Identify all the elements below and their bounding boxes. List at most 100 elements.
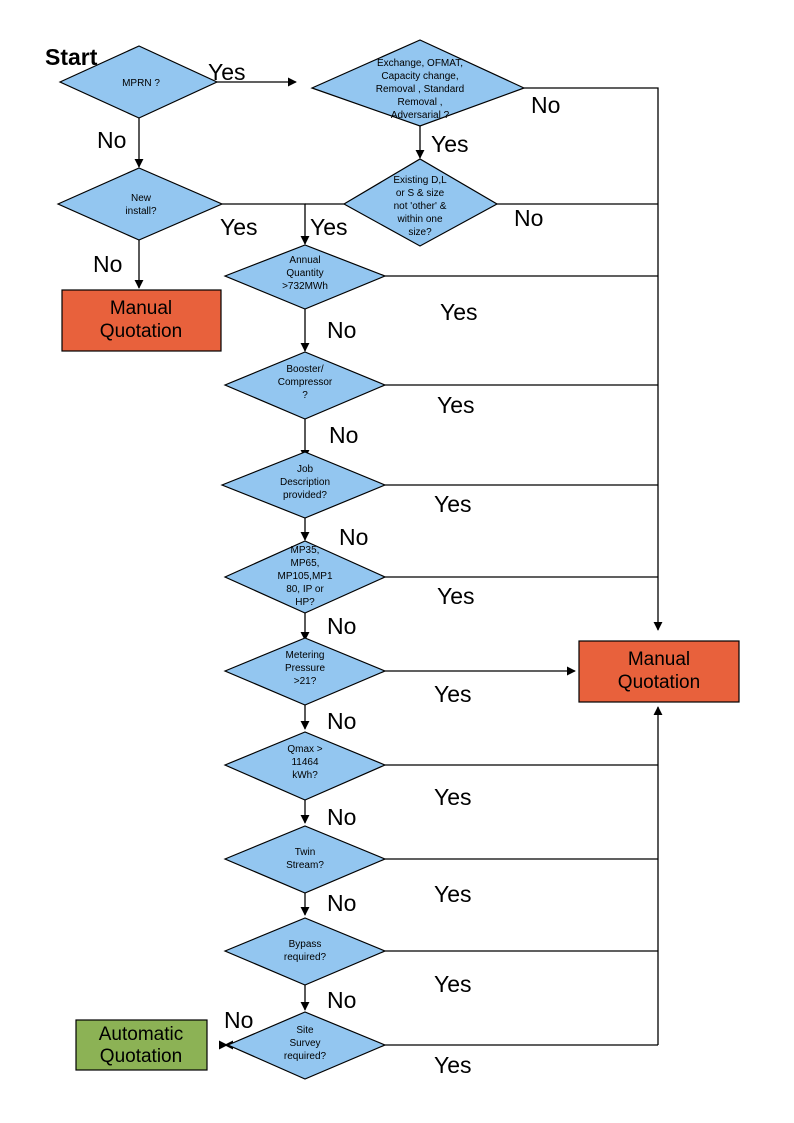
terminal-shape xyxy=(75,1019,208,1071)
decision-shape xyxy=(223,637,387,706)
edge-label-existing-yes: Yes xyxy=(310,214,348,240)
edge-label-booster-yes: Yes xyxy=(437,392,475,418)
decision-shape xyxy=(223,731,387,801)
decision-site-survey[interactable]: Site Survey required? xyxy=(226,1011,387,1080)
decision-job-description[interactable]: Job Description provided? xyxy=(220,451,387,519)
decision-label: Adversarial ? xyxy=(391,110,450,121)
edge-label-annual-quantity-yes: Yes xyxy=(440,299,478,325)
decision-label: Bypass xyxy=(289,939,322,950)
decision-qmax[interactable]: Qmax > 11464 kWh? xyxy=(223,731,387,801)
decision-label: Job xyxy=(297,464,314,475)
decision-booster[interactable]: Booster/ Compressor ? xyxy=(223,351,387,420)
edge-label-qmax-no: No xyxy=(327,804,356,830)
edge-label-new-install-no: No xyxy=(93,251,122,277)
decision-label: provided? xyxy=(283,490,327,501)
decision-label: New xyxy=(131,193,152,204)
edge-label-site-survey-no: No xyxy=(224,1007,253,1033)
decision-shape xyxy=(223,244,387,310)
terminal-label: Manual xyxy=(110,298,172,319)
decision-shape xyxy=(223,825,387,894)
decision-shape xyxy=(226,1011,387,1080)
terminal-label: Manual xyxy=(628,649,690,670)
terminal-label: Quotation xyxy=(100,321,182,342)
decision-label: Annual xyxy=(289,255,320,266)
edge-label-booster-no: No xyxy=(329,422,358,448)
decision-shape xyxy=(223,540,387,614)
decision-label: HP? xyxy=(295,597,315,608)
edge-label-site-survey-yes: Yes xyxy=(434,1052,472,1078)
edge-label-job-description-yes: Yes xyxy=(434,491,472,517)
edge-label-metering-pressure-no: No xyxy=(327,708,356,734)
decision-mprn[interactable]: MPRN ? xyxy=(58,45,219,119)
decision-label: Description xyxy=(280,477,330,488)
decision-label: MP35, xyxy=(291,545,320,556)
decision-label: or S & size xyxy=(396,188,445,199)
decision-label: 80, IP or xyxy=(286,584,324,595)
decision-label: Qmax > xyxy=(287,744,322,755)
decision-exchange[interactable]: Exchange, OFMAT, Capacity change, Remova… xyxy=(310,39,526,127)
decision-annual-quantity[interactable]: Annual Quantity >732MWh xyxy=(223,244,387,310)
terminal-shape xyxy=(61,289,222,352)
decision-label: ? xyxy=(302,390,308,401)
terminal-label: Quotation xyxy=(618,672,700,693)
edge-exchange-no xyxy=(524,87,663,631)
decision-existing[interactable]: Existing D,L or S & size not 'other' & w… xyxy=(342,158,499,247)
terminal-label: Automatic xyxy=(99,1024,183,1045)
terminal-label: Quotation xyxy=(100,1046,182,1067)
edge-label-qmax-yes: Yes xyxy=(434,784,472,810)
decision-shape xyxy=(223,917,387,986)
decision-shape xyxy=(223,351,387,420)
decision-label: MP105,MP1 xyxy=(277,571,332,582)
decision-label: MP65, xyxy=(291,558,320,569)
decision-metering-pressure[interactable]: Metering Pressure >21? xyxy=(223,637,387,706)
decision-label: Quantity xyxy=(286,268,323,279)
edge-label-exchange-no: No xyxy=(531,92,560,118)
decision-label: Removal , Standard xyxy=(376,84,464,95)
decision-label: Site xyxy=(296,1025,314,1036)
decision-label: not 'other' & xyxy=(394,201,447,212)
decision-twin-stream[interactable]: Twin Stream? xyxy=(223,825,387,894)
decision-new-install[interactable]: New install? xyxy=(56,167,224,241)
decision-label: Booster/ xyxy=(286,364,323,375)
decision-shape xyxy=(58,45,219,119)
edge-label-bypass-yes: Yes xyxy=(434,971,472,997)
decision-label: Capacity change, xyxy=(381,71,458,82)
decision-shape xyxy=(342,158,499,247)
edge-label-new-install-yes: Yes xyxy=(220,214,258,240)
edge-label-annual-quantity-no: No xyxy=(327,317,356,343)
edge-label-bypass-no: No xyxy=(327,987,356,1013)
decision-label: kWh? xyxy=(292,770,318,781)
terminal-manual-quotation-left[interactable]: Manual Quotation xyxy=(61,289,222,352)
decision-label: within one xyxy=(396,214,442,225)
edge-labels: Start Yes No No Yes Yes No Yes No Yes No… xyxy=(45,44,560,1078)
terminal-shape xyxy=(578,640,740,703)
terminal-manual-quotation-right[interactable]: Manual Quotation xyxy=(578,640,740,703)
decision-shape xyxy=(56,167,224,241)
edge-label-job-description-no: No xyxy=(339,524,368,550)
decision-label: Metering xyxy=(286,650,325,661)
edge-label-mprn-yes: Yes xyxy=(208,59,246,85)
edge-label-twin-stream-yes: Yes xyxy=(434,881,472,907)
decision-shape xyxy=(220,451,387,519)
decision-label: required? xyxy=(284,1051,327,1062)
terminal-automatic-quotation[interactable]: Automatic Quotation xyxy=(75,1019,208,1071)
decision-label: >21? xyxy=(294,676,317,687)
decision-label: Twin xyxy=(295,847,316,858)
decision-label: install? xyxy=(125,206,157,217)
decision-label: >732MWh xyxy=(282,281,328,292)
decision-mp-rating[interactable]: MP35, MP65, MP105,MP1 80, IP or HP? xyxy=(223,540,387,614)
decision-label: Existing D,L xyxy=(393,175,447,186)
edge-label-twin-stream-no: No xyxy=(327,890,356,916)
decision-bypass[interactable]: Bypass required? xyxy=(223,917,387,986)
decision-label: size? xyxy=(408,227,432,238)
decision-label: Compressor xyxy=(278,377,333,388)
connectors xyxy=(134,77,663,1050)
decision-label: required? xyxy=(284,952,327,963)
decision-label: 11464 xyxy=(291,757,319,768)
start-label: Start xyxy=(45,44,98,70)
decision-label: Survey xyxy=(289,1038,320,1049)
edge-label-exchange-yes: Yes xyxy=(431,131,469,157)
